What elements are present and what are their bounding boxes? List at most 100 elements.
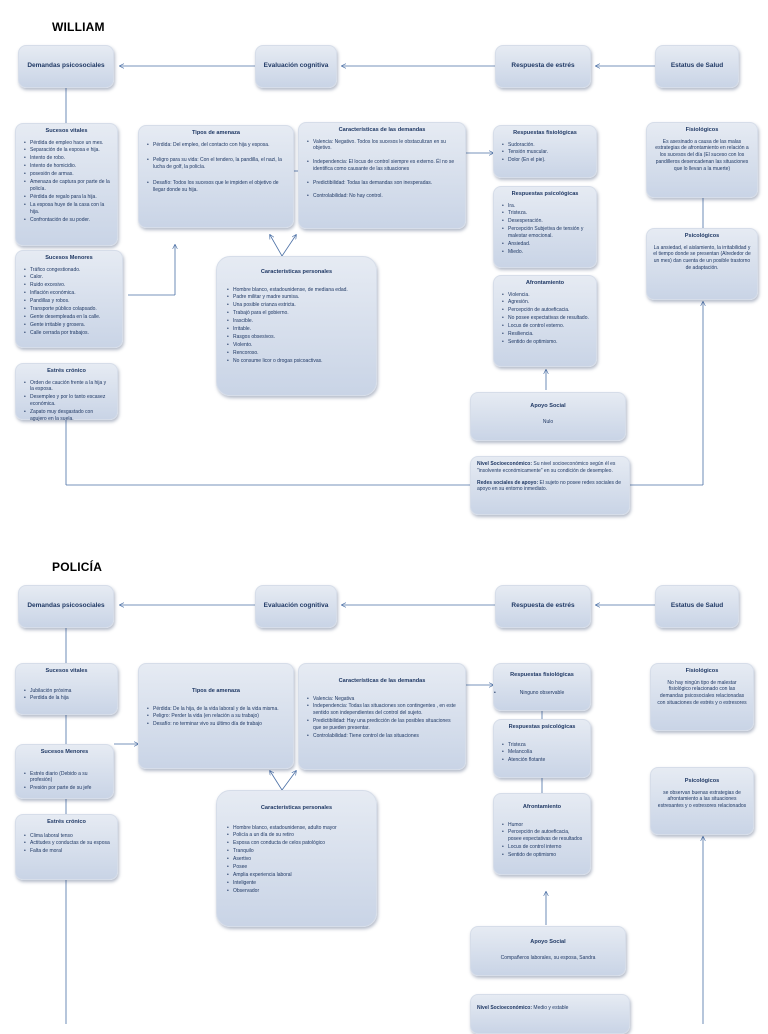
list-item: Ninguno observable xyxy=(494,690,584,697)
list-item: Sentido de optimismo. xyxy=(502,339,590,346)
section-title-policia: POLICÍA xyxy=(52,560,103,574)
list-item: Policía a un día de su retiro xyxy=(227,832,368,839)
list-item: Intento de robo. xyxy=(24,155,111,162)
header-respuesta-estres[interactable]: Respuesta de estrés xyxy=(495,45,591,88)
box-title: Afrontamiento xyxy=(522,804,562,810)
w-psicologicos-box: Psicológicos La ansiedad, el aislamiento… xyxy=(646,228,758,300)
list-item: Humor xyxy=(502,822,584,829)
box-title: Respuestas psicológicas xyxy=(511,191,579,197)
list-item: Violencia. xyxy=(502,292,590,299)
list-item: Irascible. xyxy=(227,318,368,325)
list-item: No consume licor o drogas psicoactivas. xyxy=(227,358,368,365)
header-estatus-salud[interactable]: Estatus de Salud xyxy=(655,585,739,628)
list-item: Tristeza. xyxy=(502,210,590,217)
list-item: Falta de moral xyxy=(24,848,111,855)
list-item: Peligro: Perder la vida (en relación a s… xyxy=(147,713,287,720)
w-respuestas-psicologicas-box: Respuestas psicológicas Ira. Tristeza. D… xyxy=(493,186,597,268)
p-respuestas-fisiologicas-box: Respuestas fisiológicas Ninguno observab… xyxy=(493,663,591,711)
list-item: Actitudes y conductas de su esposa xyxy=(24,840,111,847)
list-item: Posee xyxy=(227,864,368,871)
list-item: Ira. xyxy=(502,203,590,210)
box-text: Compañeros laborales, su esposa, Sandra xyxy=(500,954,596,961)
list-item: Gente irritable y grosera. xyxy=(24,322,116,329)
box-title: Características personales xyxy=(260,805,333,811)
list-item: Asertivo xyxy=(227,856,368,863)
list-item: Rasgos obsesivos. xyxy=(227,334,368,341)
list-item: Esposa con conducta de celos patológico xyxy=(227,840,368,847)
header-estatus-salud[interactable]: Estatus de Salud xyxy=(655,45,739,88)
nivel-label: Nivel Socioeconómico: xyxy=(477,461,533,467)
redes-text: El sujeto no posee redes sociales de apo… xyxy=(477,479,621,493)
header-demandas-psicosociales[interactable]: Demandas psicosociales xyxy=(18,45,114,88)
w-apoyo-social-box: Apoyo Social Nulo xyxy=(470,392,626,441)
box-title: Respuestas fisiológicas xyxy=(510,672,574,678)
box-title: Tipos de amenaza xyxy=(191,688,241,694)
box-text: Es asesinado a causa de las malas estrat… xyxy=(655,138,749,172)
list-item: Rencoroso. xyxy=(227,350,368,357)
nivel-text: Medio y estable xyxy=(532,1005,569,1011)
w-caracteristicas-demandas-box: Características de las demandas Valencia… xyxy=(298,122,466,229)
list-item: Amplia experiencia laboral xyxy=(227,872,368,879)
list-item: Hombre blanco, estadounidense, adulto ma… xyxy=(227,825,368,832)
box-title: Sucesos vitales xyxy=(45,128,88,134)
box-title: Respuestas fisiológicas xyxy=(513,130,577,136)
list-item: Controlabilidad: Tiene control de las si… xyxy=(307,733,459,740)
p-sucesos-menores-box: Sucesos Menores Estrés diario (Debido a … xyxy=(15,744,114,799)
list-item: Perdida de la hija xyxy=(24,695,111,702)
list-item: Predictibilidad: Hay una predicción de l… xyxy=(307,718,459,732)
list-item: Sentido de optimismo xyxy=(502,852,584,859)
p-apoyo-social-box: Apoyo Social Compañeros laborales, su es… xyxy=(470,926,626,976)
list-item: posesión de armas. xyxy=(24,171,111,178)
list-item: Percepción de autoeficacia. xyxy=(502,307,590,314)
list-item: Hombre blanco, estadounidense, de median… xyxy=(227,287,368,294)
list-item: Desafío: Todos los sucesos que le impide… xyxy=(147,180,287,194)
list-item: Jubilación próxima xyxy=(24,688,111,695)
list-item: Pérdida de regalo para la hija. xyxy=(24,194,111,201)
w-estres-cronico-box: Estrés crónico Orden de caución frente a… xyxy=(15,363,118,422)
list-item: Estrés diario (Debido a su profesión) xyxy=(24,771,107,785)
list-item: Predictibilidad: Todas las demandas son … xyxy=(307,180,459,187)
list-item: Independencia: Todas las situaciones son… xyxy=(307,703,459,717)
list-item: Pérdida de empleo hace un mes. xyxy=(24,140,111,147)
list-item: Clima laboral tenso xyxy=(24,833,111,840)
list-item: Desesperación. xyxy=(502,218,590,225)
list-item: Valencia: Negativa xyxy=(307,696,459,703)
list-item: Calle cerrada por trabajos. xyxy=(24,330,116,337)
p-tipos-amenaza-box: Tipos de amenaza Pérdida: De la hija, de… xyxy=(138,663,294,769)
box-title: Estrés crónico xyxy=(47,368,86,374)
p-respuestas-psicologicas-box: Respuestas psicológicas Tristeza Melanco… xyxy=(493,719,591,778)
list-item: Irritable. xyxy=(227,326,368,333)
box-title: Respuestas psicológicas xyxy=(508,724,576,730)
box-title: Psicológicos xyxy=(684,778,720,784)
p-caracteristicas-demandas-box: Características de las demandas Valencia… xyxy=(298,663,466,770)
list-item: Gente desempleada en la calle. xyxy=(24,314,116,321)
list-item: Ansiedad. xyxy=(502,241,590,248)
header-evaluacion-cognitiva[interactable]: Evaluación cognitiva xyxy=(255,585,337,628)
w-afrontamiento-box: Afrontamiento Violencia. Agresión. Perce… xyxy=(493,275,597,367)
list-item: Controlabilidad: No hay control. xyxy=(307,193,459,200)
p-afrontamiento-box: Afrontamiento Humor Percepción de autoef… xyxy=(493,793,591,875)
box-title: Psicológicos xyxy=(684,233,720,239)
header-demandas-psicosociales[interactable]: Demandas psicosociales xyxy=(18,585,114,628)
redes-label: Redes sociales de apoyo: xyxy=(477,479,539,486)
list-item: No posee expectativas de resultado. xyxy=(502,315,590,322)
list-item: Amenaza de captura por parte de la polic… xyxy=(24,179,111,193)
list-item: Tráfico congestionado. xyxy=(24,267,116,274)
list-item: Calor. xyxy=(24,274,116,281)
header-respuesta-estres[interactable]: Respuesta de estrés xyxy=(495,585,591,628)
list-item: Ruido excesivo. xyxy=(24,282,116,289)
list-item: Miedo. xyxy=(502,249,590,256)
box-title: Apoyo Social xyxy=(530,939,566,945)
list-item: Desempleo y por lo tanto escasez económi… xyxy=(24,394,111,408)
list-item: Percepción Subjetiva de tensión y malest… xyxy=(502,226,590,240)
box-text: No hay ningún tipo de malestar fisiológi… xyxy=(657,679,747,706)
list-item: Transporte público colapsado. xyxy=(24,306,116,313)
list-item: Tranquilo xyxy=(227,848,368,855)
header-evaluacion-cognitiva[interactable]: Evaluación cognitiva xyxy=(255,45,337,88)
list-item: Separación de la esposa e hija. xyxy=(24,147,111,154)
box-title: Sucesos Menores xyxy=(45,255,93,261)
p-caracteristicas-personales-box: Características personales Hombre blanco… xyxy=(216,790,377,927)
list-item: Desafío: no terminar vivo su último día … xyxy=(147,721,287,728)
list-item: Atención flotante xyxy=(502,757,584,764)
box-title: Características personales xyxy=(260,269,333,275)
